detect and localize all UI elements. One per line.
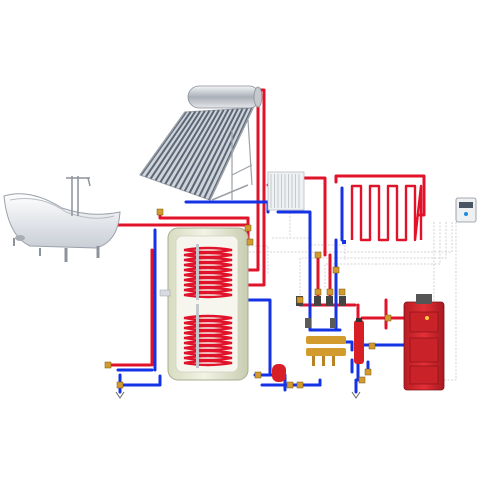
solar-collector bbox=[139, 85, 263, 201]
boiler-flue bbox=[416, 294, 432, 304]
solar-tube bbox=[140, 111, 187, 176]
solar-tube bbox=[149, 110, 197, 180]
valve-icon bbox=[326, 288, 334, 296]
tank-sensor-icon bbox=[159, 289, 171, 297]
valve-icon bbox=[156, 208, 164, 216]
valve-icon bbox=[358, 376, 366, 384]
solar-tube bbox=[208, 107, 253, 201]
valve-icon bbox=[332, 266, 340, 274]
solar-tube bbox=[193, 108, 239, 196]
solar-tube-array bbox=[140, 107, 253, 201]
solar-tube bbox=[183, 108, 230, 192]
valve-icon bbox=[368, 342, 376, 350]
solar-tube bbox=[174, 109, 220, 188]
bathtub bbox=[3, 176, 121, 262]
valve-icon bbox=[244, 224, 252, 232]
hydraulic-separator bbox=[354, 318, 364, 364]
solar-tube bbox=[188, 108, 235, 194]
solid-fuel-boiler bbox=[403, 294, 445, 391]
solar-tube bbox=[203, 107, 249, 199]
valve-icon bbox=[286, 381, 294, 389]
valves bbox=[104, 208, 392, 389]
solar-storage-cylinder bbox=[187, 85, 261, 109]
underfloor-heating-loop bbox=[342, 184, 423, 244]
valve-icon bbox=[254, 371, 262, 379]
drain-taps bbox=[115, 391, 361, 399]
valve-icon bbox=[314, 288, 322, 296]
valve-icon bbox=[246, 238, 254, 246]
valve-icon bbox=[116, 381, 124, 389]
valve-icon bbox=[364, 368, 372, 376]
valve-icon bbox=[296, 381, 304, 389]
valve-icon bbox=[104, 361, 112, 369]
solar-tube bbox=[169, 109, 216, 187]
valve-icon bbox=[314, 251, 322, 259]
solar-tube bbox=[145, 111, 192, 178]
radiator bbox=[267, 171, 305, 211]
solar-tube bbox=[164, 110, 211, 185]
bath-faucet-icon bbox=[66, 176, 91, 216]
solar-tube bbox=[198, 108, 244, 197]
valve-icon bbox=[296, 296, 304, 304]
manifold-pumps bbox=[296, 296, 346, 328]
hot-water-pipes bbox=[108, 88, 426, 367]
solar-tube bbox=[159, 110, 206, 183]
solar-tube bbox=[178, 109, 225, 190]
expansion-vessel bbox=[272, 364, 286, 382]
valve-icon bbox=[384, 314, 392, 322]
solar-tube bbox=[154, 110, 201, 181]
valve-icon bbox=[338, 288, 346, 296]
controller bbox=[455, 197, 477, 223]
radiator-fins bbox=[270, 174, 300, 208]
storage-tank bbox=[159, 227, 249, 381]
